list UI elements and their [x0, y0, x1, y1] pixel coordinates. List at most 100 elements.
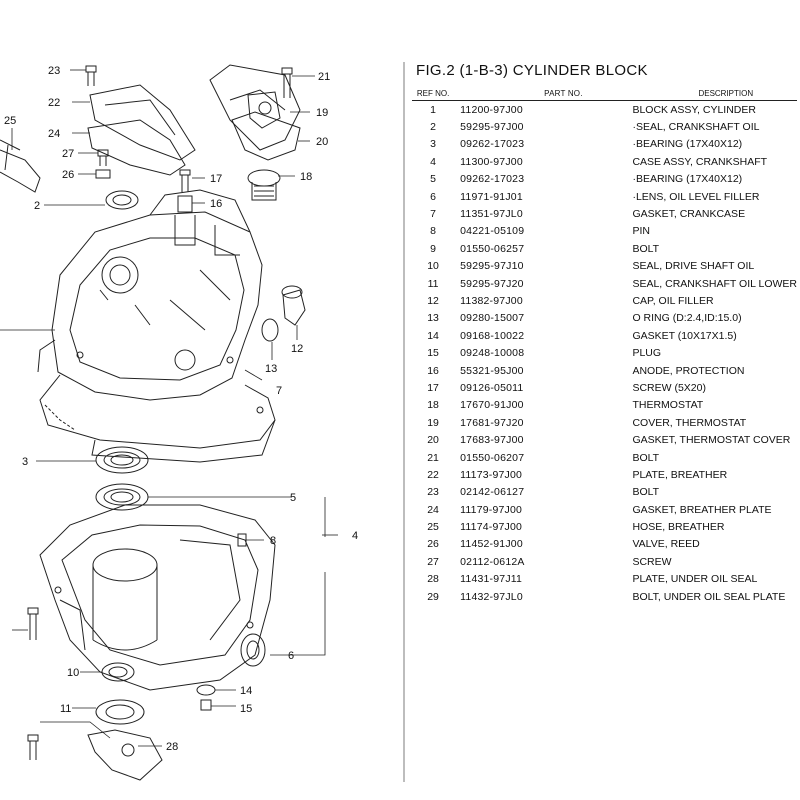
- callout-24: 24: [48, 128, 60, 140]
- callout-20: 20: [316, 136, 328, 148]
- parts-table-row: 2 59295-97J00 ·SEAL, CRANKSHAFT OIL: [412, 118, 797, 135]
- part-description: THERMOSTAT: [632, 399, 704, 412]
- part-ref-number: 5: [430, 173, 436, 186]
- callout-16: 16: [210, 198, 222, 210]
- part-ref-number: 27: [427, 555, 439, 568]
- part-number: 09168-10022: [460, 329, 525, 342]
- callout-27: 27: [62, 148, 74, 160]
- reed-valve-drawing: [95, 169, 111, 179]
- callout-7: 7: [276, 385, 282, 397]
- callout-5: 5: [290, 492, 296, 504]
- part-ref-number: 12: [427, 294, 439, 307]
- part-ref-number: 26: [427, 538, 439, 551]
- panel-divider: [403, 62, 405, 782]
- part-ref-number: 13: [427, 312, 439, 325]
- part-description: ANODE, PROTECTION: [632, 364, 745, 377]
- callout-14: 14: [240, 685, 252, 697]
- part-number: 59295-97J20: [460, 277, 524, 290]
- part-description: ·SEAL, CRANKSHAFT OIL: [632, 121, 760, 134]
- callout-26: 26: [62, 169, 74, 181]
- part-number: 11174-97J00: [460, 521, 523, 534]
- part-description: HOSE, BREATHER: [632, 521, 725, 534]
- part-number: 11300-97J00: [460, 155, 523, 168]
- parts-table-row: 5 09262-17023 ·BEARING (17X40X12): [412, 171, 797, 188]
- seal-11-drawing: [95, 699, 145, 725]
- part-description: SEAL, CRANKSHAFT OIL LOWER: [632, 277, 797, 290]
- part-number: 17681-97J20: [460, 416, 524, 429]
- part-ref-number: 25: [427, 521, 439, 534]
- crankcase-gasket-7-drawing: [44, 404, 76, 431]
- part-description: COVER, THERMOSTAT: [632, 416, 747, 429]
- thermostat-drawing: [247, 169, 281, 201]
- column-header-description: DESCRIPTION: [628, 89, 797, 101]
- part-number: 09262-17023: [460, 173, 525, 186]
- part-ref-number: 22: [427, 468, 439, 481]
- parts-table-row: 25 11174-97J00 HOSE, BREATHER: [412, 518, 797, 535]
- part-description: GASKET, BREATHER PLATE: [632, 503, 772, 516]
- part-number: 02142-06127: [460, 486, 525, 499]
- parts-table-header-row: REF NO. PART NO. DESCRIPTION: [412, 89, 797, 101]
- part-description: GASKET, CRANKCASE: [632, 208, 746, 221]
- part-number: 11173-97J00: [460, 468, 523, 481]
- callout-3: 3: [22, 456, 28, 468]
- part-number: 11179-97J00: [460, 503, 523, 516]
- anode-drawing: [177, 195, 193, 213]
- part-number: 11432-97JL0: [460, 590, 523, 603]
- part-number: 09280-15007: [460, 312, 525, 325]
- part-description: BOLT: [632, 451, 660, 464]
- part-number: 59295-97J10: [460, 260, 524, 273]
- part-description: ·BEARING (17X40X12): [632, 173, 743, 186]
- part-number: 11971-91J01: [460, 190, 523, 203]
- part-ref-number: 19: [427, 416, 439, 429]
- exploded-parts-diagram: 23 22 24 27 26 25 2 17 16 18 21 19 20 12…: [0, 64, 358, 781]
- part-description: PLATE, UNDER OIL SEAL: [632, 573, 758, 586]
- part-ref-number: 15: [427, 347, 439, 360]
- plate-28-drawing: [87, 729, 163, 781]
- part-number: 55321-95J00: [460, 364, 524, 377]
- part-description: CASE ASSY, CRANKSHAFT: [632, 155, 768, 168]
- part-ref-number: 3: [430, 138, 436, 151]
- part-ref-number: 2: [430, 121, 436, 134]
- breather-hose-drawing: [0, 139, 41, 193]
- part-description: SEAL, DRIVE SHAFT OIL: [632, 260, 755, 273]
- part-number: 04221-05109: [460, 225, 525, 238]
- thermostat-cover-drawing: [209, 64, 301, 151]
- part-description: VALVE, REED: [632, 538, 700, 551]
- screw-17-drawing: [179, 169, 191, 192]
- gasket-14-drawing: [196, 684, 216, 696]
- part-description: BOLT: [632, 242, 660, 255]
- callout-4: 4: [352, 530, 358, 542]
- part-number: 09126-05011: [460, 381, 524, 394]
- cylinder-block-drawing: [37, 189, 276, 463]
- bolt-9-drawing: [27, 607, 39, 640]
- part-description: BLOCK ASSY, CYLINDER: [632, 103, 756, 116]
- part-ref-number: 1: [430, 103, 436, 116]
- o-ring-13-drawing: [261, 318, 279, 342]
- bolt-21-drawing: [281, 67, 293, 98]
- callout-22: 22: [48, 97, 60, 109]
- bolt-23-drawing: [85, 65, 97, 86]
- part-ref-number: 21: [427, 451, 439, 464]
- part-ref-number: 9: [430, 242, 436, 255]
- part-number: 59295-97J00: [460, 121, 524, 134]
- part-ref-number: 29: [427, 590, 439, 603]
- callout-21: 21: [318, 71, 330, 83]
- part-ref-number: 14: [427, 329, 439, 342]
- thermostat-gasket-drawing: [231, 111, 301, 161]
- part-ref-number: 28: [427, 573, 439, 586]
- callout-17: 17: [210, 173, 222, 185]
